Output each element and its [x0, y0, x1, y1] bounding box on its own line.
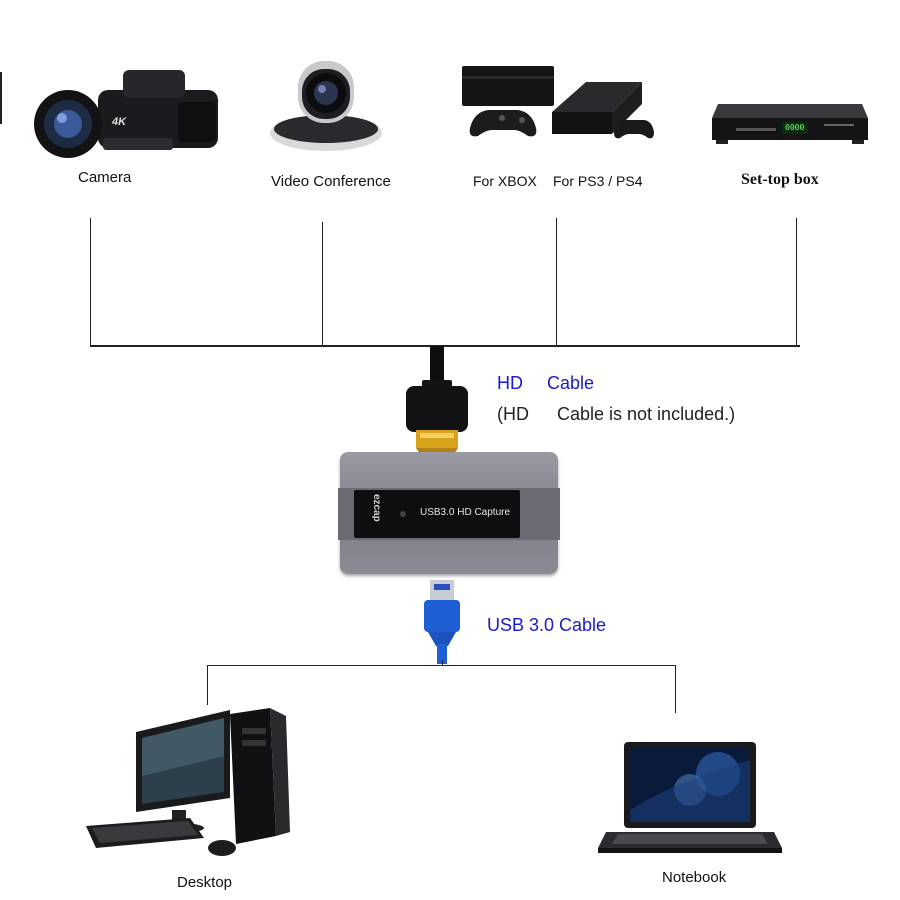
device-brand: ezcap: [371, 494, 382, 522]
tree-vline-camera: [90, 218, 91, 346]
camera-4k-badge: 4K: [112, 116, 127, 128]
desktop-label: Desktop: [177, 874, 233, 891]
tree-vline-settop: [796, 218, 797, 346]
hdmi-cable-label-suffix: Cable: [547, 373, 595, 393]
notebook-label: Notebook: [662, 869, 727, 886]
usb-cable-label: USB 3.0 Cable: [487, 615, 607, 635]
usb-plug-icon: [424, 580, 460, 664]
notebook-icon: [598, 742, 782, 853]
hdmi-note: (HD Cable is not included.): [497, 404, 735, 425]
tree-hline-bottom: [207, 665, 676, 666]
capture-device: ezcap USB3.0 HD Capture: [338, 452, 560, 574]
conference-camera-icon: [270, 61, 382, 151]
desktop-pc-icon: [86, 708, 290, 856]
hdmi-plug-icon: [406, 346, 468, 454]
device-label: USB3.0 HD Capture: [420, 507, 511, 518]
tree-vline-console: [556, 218, 557, 346]
camera-label: Camera: [78, 169, 132, 186]
playstation-icon: [552, 82, 654, 139]
settop-display: 0000: [785, 123, 805, 132]
edge-mark: [0, 72, 2, 124]
hdmi-note-prefix: (HD: [497, 404, 529, 424]
xbox-label: For XBOX: [473, 173, 537, 189]
hdmi-note-suffix: Cable is not included.): [557, 404, 736, 424]
tree-hline-top: [90, 345, 800, 347]
settop-label: Set-top box: [741, 171, 819, 188]
tree-vline-conference: [322, 222, 323, 346]
hdmi-cable-label: HD Cable: [497, 373, 594, 394]
camcorder-icon: [34, 70, 218, 158]
capture-device-panel: ezcap USB3.0 HD Capture: [354, 490, 520, 538]
xbox-icon: [462, 66, 554, 137]
video-conference-label: Video Conference: [271, 173, 391, 190]
settop-box-icon: [712, 104, 868, 144]
tree-vline-notebook: [675, 665, 676, 713]
playstation-label: For PS3 / PS4: [553, 173, 643, 189]
tree-vline-usb: [442, 660, 443, 666]
device-led: [400, 511, 406, 517]
hdmi-cable-label-prefix: HD: [497, 373, 523, 393]
tree-vline-desktop: [207, 665, 208, 705]
